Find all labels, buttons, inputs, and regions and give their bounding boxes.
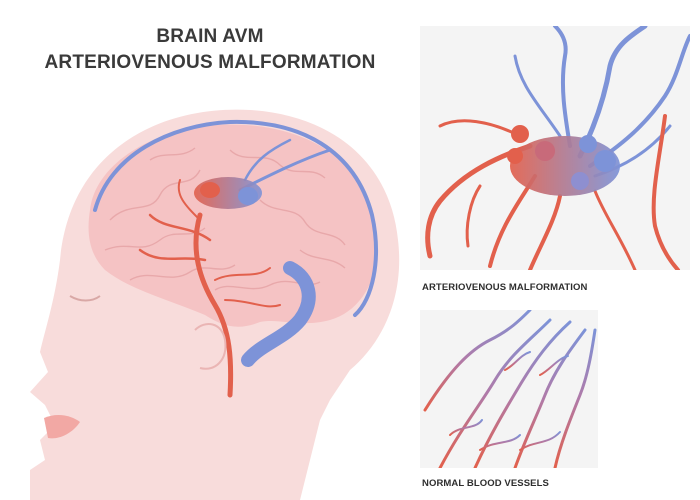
avm-nidus [507, 125, 620, 196]
normal-panel-background [420, 310, 598, 468]
avm-caption: ARTERIOVENOUS MALFORMATION [422, 282, 588, 293]
ear [194, 323, 227, 370]
normal-vessels [423, 310, 597, 468]
title-line-1: BRAIN AVM [156, 26, 264, 47]
head-arteries [138, 179, 281, 398]
lips [44, 415, 80, 439]
normal-vessels-panel [420, 310, 598, 468]
head-illustration [30, 109, 400, 500]
head-veins [93, 119, 378, 367]
head-avm-nidus [194, 177, 262, 209]
title-line-2: ARTERIOVENOUS MALFORMATION [44, 52, 376, 73]
eye [69, 295, 101, 302]
avm-panel [420, 26, 690, 270]
normal-caption: NORMAL BLOOD VESSELS [422, 478, 549, 489]
